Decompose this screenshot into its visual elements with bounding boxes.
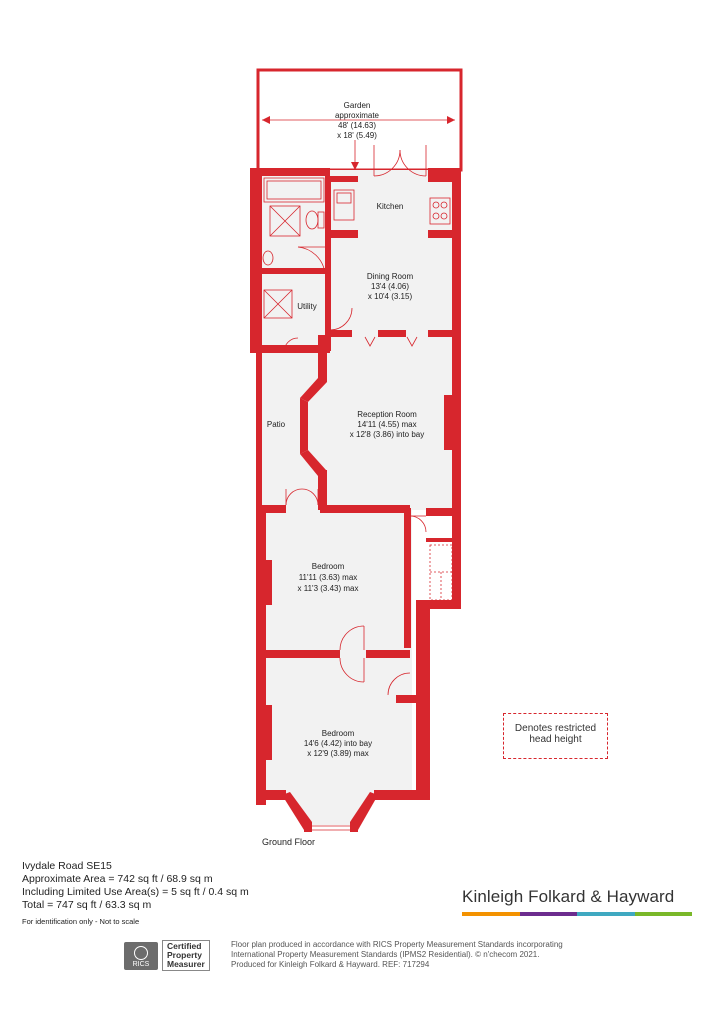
legend-line1: Denotes restricted bbox=[514, 723, 597, 734]
bedroom1-line2: x 11'3 (3.43) max bbox=[298, 584, 359, 593]
bedroom2-name: Bedroom bbox=[322, 729, 355, 738]
room-labels: Garden approximate 48' (14.63) x 18' (5.… bbox=[262, 101, 424, 847]
brand-bar-purple bbox=[519, 912, 577, 916]
garden-name: Garden bbox=[344, 101, 371, 110]
walls bbox=[250, 168, 461, 832]
legend-line2: head height bbox=[529, 734, 582, 745]
garden-line3: x 18' (5.49) bbox=[337, 131, 377, 140]
garden-area bbox=[256, 68, 463, 172]
disclaimer: Floor plan produced in accordance with R… bbox=[231, 940, 651, 970]
legend-swatch bbox=[503, 713, 608, 759]
rics-globe-icon bbox=[134, 945, 148, 960]
legend: Denotes restricted head height bbox=[503, 713, 608, 759]
rics-badge-text: RICS bbox=[132, 960, 150, 968]
brand-bar-green bbox=[634, 912, 692, 916]
brand-logo: Kinleigh Folkard & Hayward bbox=[462, 887, 692, 916]
bedroom2-line1: 14'6 (4.42) into bay bbox=[304, 739, 372, 748]
rics-line1: Certified bbox=[167, 941, 202, 951]
bedroom1-line1: 11'11 (3.63) max bbox=[299, 573, 358, 582]
rics-label: Certified Property Measurer bbox=[162, 940, 210, 971]
rics-line3: Measurer bbox=[167, 959, 205, 969]
brand-bar-orange bbox=[462, 912, 520, 916]
disclaimer-line3: Produced for Kinleigh Folkard & Hayward.… bbox=[231, 960, 430, 969]
rics-badge: RICS bbox=[124, 941, 158, 970]
total-area: Total = 747 sq ft / 63.3 sq m bbox=[22, 899, 152, 911]
bedroom1-name: Bedroom bbox=[312, 562, 345, 571]
property-info: Ivydale Road SE15 Approximate Area = 742… bbox=[22, 860, 249, 928]
scale-note: For identification only - Not to scale bbox=[22, 917, 140, 926]
reception-line1: 14'11 (4.55) max bbox=[357, 420, 416, 429]
patio-name: Patio bbox=[267, 420, 286, 429]
brand-bar-teal bbox=[577, 912, 635, 916]
brand-color-bar bbox=[462, 912, 692, 916]
bedroom2-line2: x 12'9 (3.89) max bbox=[307, 749, 369, 758]
legend-text: Denotes restricted head height bbox=[503, 723, 608, 745]
utility-name: Utility bbox=[297, 302, 317, 311]
reception-name: Reception Room bbox=[357, 410, 417, 419]
kitchen-name: Kitchen bbox=[377, 202, 404, 211]
dining-line1: 13'4 (4.06) bbox=[371, 282, 409, 291]
restricted-area bbox=[429, 544, 453, 601]
garden-line2: 48' (14.63) bbox=[338, 121, 376, 130]
rics-line2: Property bbox=[167, 950, 202, 960]
disclaimer-line2: International Property Measurement Stand… bbox=[231, 950, 540, 959]
limited-use-area: Including Limited Use Area(s) = 5 sq ft … bbox=[22, 886, 249, 898]
dining-name: Dining Room bbox=[367, 272, 414, 281]
disclaimer-line1: Floor plan produced in accordance with R… bbox=[231, 940, 563, 949]
rics-certification: RICS Certified Property Measurer bbox=[124, 940, 210, 971]
reception-line2: x 12'8 (3.86) into bay bbox=[350, 430, 424, 439]
fixtures bbox=[262, 145, 451, 831]
floor-label: Ground Floor bbox=[262, 837, 315, 847]
dining-line2: x 10'4 (3.15) bbox=[368, 292, 413, 301]
approximate-area: Approximate Area = 742 sq ft / 68.9 sq m bbox=[22, 873, 213, 885]
garden-line1: approximate bbox=[335, 111, 380, 120]
address: Ivydale Road SE15 bbox=[22, 860, 112, 872]
brand-name: Kinleigh Folkard & Hayward bbox=[462, 887, 675, 906]
